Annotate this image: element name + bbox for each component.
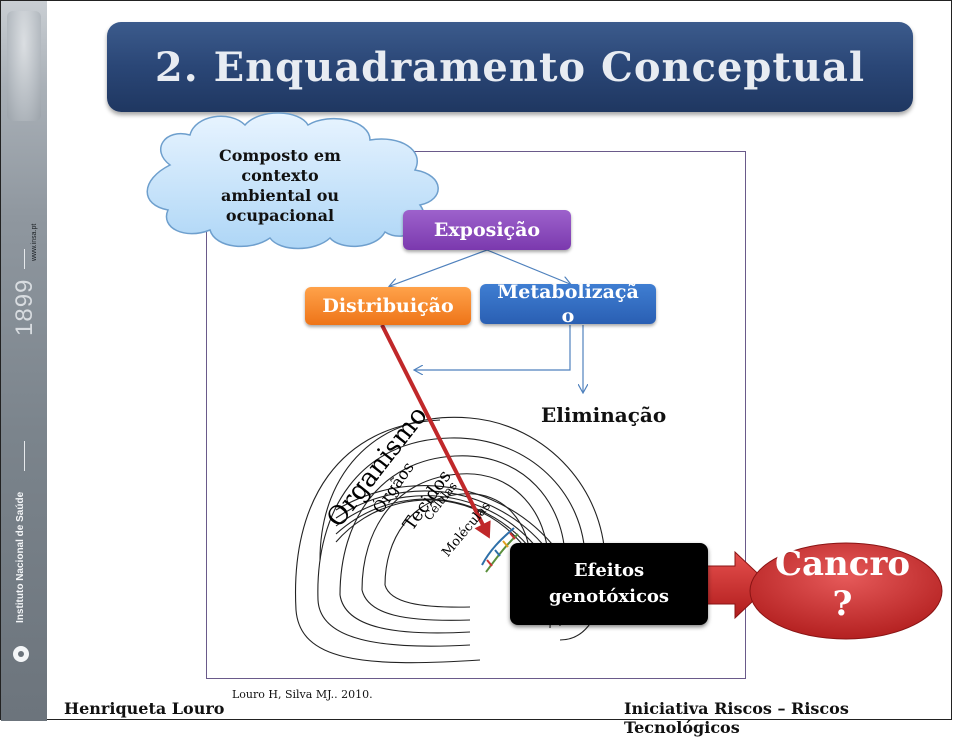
divider	[24, 441, 25, 471]
connector-metabolism-distribution	[415, 325, 571, 370]
connector-exposure-distribution	[390, 249, 488, 286]
distribution-trajectory-arrow	[380, 324, 491, 539]
cancer-label: Cancro	[774, 544, 911, 584]
source-cloud-label: Composto em contexto ambiental ou ocupac…	[219, 146, 341, 225]
footer-citation: Louro H, Silva MJ.. 2010.	[232, 688, 373, 701]
genotoxic-effects-box: Efeitos genotóxicos	[510, 543, 708, 625]
title-banner: 2. Enquadramento Conceptual	[107, 22, 913, 112]
cancer-oval-icon	[749, 542, 943, 640]
slide-frame	[0, 0, 952, 720]
cancer-question-mark: ?	[832, 584, 853, 624]
elimination-label: Eliminação	[541, 403, 667, 427]
footer-initiative: Iniciativa Riscos – Riscos Tecnológicos	[624, 699, 849, 737]
distribution-label: Distribuição	[322, 295, 454, 317]
dna-icon	[481, 527, 519, 573]
distribution-box: Distribuição	[305, 287, 471, 325]
footer-author: Henriqueta Louro	[64, 699, 225, 718]
sidebar: www.insa.pt 1899 Instituto Nacional de S…	[1, 1, 47, 721]
organism-rings-body	[294, 419, 586, 664]
metabolism-box: Metabolizaçã o	[480, 284, 656, 324]
exposure-label: Exposição	[433, 219, 541, 241]
cancer-outcome: Cancro ?	[745, 544, 940, 636]
exposure-box: Exposição	[403, 210, 571, 250]
divider	[24, 249, 25, 269]
page-title: 2. Enquadramento Conceptual	[154, 43, 866, 91]
institute-logo-icon	[13, 646, 29, 662]
source-cloud-icon	[146, 112, 439, 250]
connector-exposure-metabolism	[486, 249, 570, 284]
genotoxic-effects-label: Efeitos genotóxicos	[548, 560, 670, 607]
metabolism-label: Metabolizaçã o	[497, 284, 639, 324]
emblem-icon	[7, 11, 41, 121]
